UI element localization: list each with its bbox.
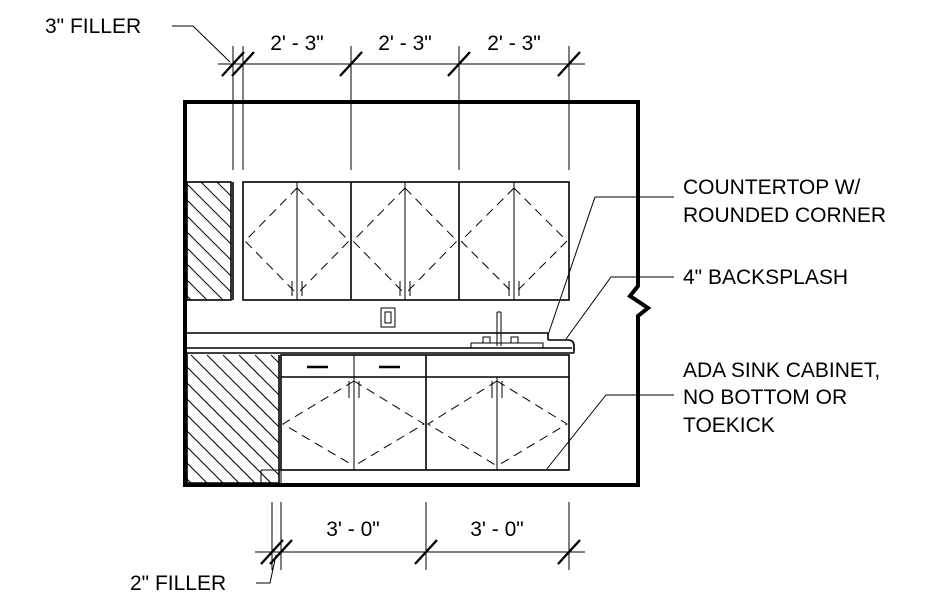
- electrical-outlet: [380, 307, 396, 328]
- door-swing-indicator: [427, 380, 498, 467]
- door-swing-indicator: [352, 187, 406, 295]
- hatch-line: [186, 199, 232, 245]
- hatch-line: [238, 354, 280, 396]
- hatch-line: [186, 295, 192, 301]
- door-swing-indicator: [296, 187, 350, 295]
- dimension-tick: [447, 51, 471, 77]
- faucet-handle: [482, 336, 491, 344]
- callouts: COUNTERTOP W/ ROUNDED CORNER 4" BACKSPLA…: [545, 176, 886, 471]
- dimension-tick: [339, 51, 363, 77]
- hatch-line: [186, 446, 224, 484]
- hatch-line: [186, 462, 208, 484]
- bottom-filler-leader: [256, 554, 277, 584]
- break-line-right-wall: [627, 100, 652, 487]
- hatch-line: [186, 247, 232, 293]
- hatch-line: [186, 414, 256, 484]
- bottom-filler-label: 2" FILLER: [130, 572, 226, 595]
- hatch-line: [186, 215, 232, 261]
- outlet-plate: [380, 307, 396, 328]
- backsplash-callout: 4" BACKSPLASH: [683, 266, 848, 289]
- hatch-line: [216, 181, 232, 197]
- hatch-line: [222, 354, 280, 412]
- lower-cabinets: [260, 354, 570, 483]
- hatch-line: [186, 382, 280, 476]
- hatch-line: [186, 263, 224, 301]
- dimension-tick: [557, 539, 581, 565]
- dimension-tick: [231, 51, 255, 77]
- hatch-line: [186, 430, 240, 484]
- hatch-line: [270, 354, 280, 364]
- lower-hatch-box: [186, 353, 280, 484]
- hatch-line: [186, 231, 232, 277]
- countertop-callout-line1: COUNTERTOP W/: [683, 176, 861, 199]
- hatch-line: [186, 366, 280, 460]
- door-swing-indicator: [244, 187, 298, 295]
- door-swing-indicator: [404, 187, 458, 295]
- door-swing-indicator: [282, 380, 355, 467]
- door-swing-indicator: [513, 187, 568, 295]
- bottom-dimension-string: 3' - 0" 3' - 0" 2" FILLER: [130, 502, 585, 595]
- sink-cabinet-leader: [545, 394, 674, 471]
- hatch-pattern: [186, 354, 280, 484]
- top-filler-label: 3" FILLER: [45, 15, 141, 38]
- upper-cabinet-box: [242, 181, 570, 301]
- hatch-line: [190, 354, 280, 444]
- countertop-leader: [547, 196, 674, 336]
- lower-width-label: 3' - 0": [326, 518, 379, 541]
- hatch-line: [186, 279, 208, 301]
- hatch-line: [186, 183, 232, 229]
- door-swing-indicator: [353, 380, 425, 467]
- hatch-line: [206, 354, 280, 428]
- backsplash-leader: [565, 276, 674, 340]
- lower-cabinet-box: [280, 354, 570, 471]
- hatch-line: [254, 354, 280, 380]
- upper-width-label: 2' - 3": [487, 32, 540, 55]
- countertop-rounded-corner: [548, 339, 575, 350]
- hatch-line: [186, 478, 192, 484]
- hatch-pattern: [186, 181, 232, 301]
- lower-width-label: 3' - 0": [470, 518, 523, 541]
- outlet-receptacle: [384, 311, 392, 324]
- hatch-line: [186, 398, 272, 484]
- sink-deck: [470, 342, 544, 349]
- wall-outline: [183, 100, 652, 487]
- upper-hatch-zone: [186, 181, 234, 301]
- lower-hatch-zone: [186, 353, 280, 484]
- dimension-tick: [260, 539, 284, 565]
- dimension-tick: [269, 539, 293, 565]
- upper-hatch-box: [186, 181, 232, 301]
- top-dimension-string: 2' - 3" 2' - 3" 2' - 3" 3" FILLER: [45, 15, 585, 170]
- sink-faucet: [470, 311, 544, 349]
- sink-cabinet-callout-line3: TOEKICK: [683, 414, 775, 437]
- faucet-handle: [510, 336, 519, 344]
- upper-width-label: 2' - 3": [378, 32, 431, 55]
- door-swing-indicator: [460, 187, 515, 295]
- upper-cabinets: [242, 181, 570, 301]
- dimension-tick: [414, 539, 438, 565]
- sink-cabinet-callout-line1: ADA SINK CABINET,: [683, 359, 880, 382]
- countertop-callout-line2: ROUNDED CORNER: [683, 204, 886, 227]
- hatch-line: [200, 181, 232, 213]
- door-swing-indicator: [496, 380, 568, 467]
- sink-cabinet-callout-line2: NO BOTTOM OR: [683, 386, 847, 409]
- dimension-tick: [221, 51, 245, 77]
- dimension-tick: [557, 51, 581, 77]
- top-filler-leader: [172, 25, 231, 63]
- upper-width-label: 2' - 3": [270, 32, 323, 55]
